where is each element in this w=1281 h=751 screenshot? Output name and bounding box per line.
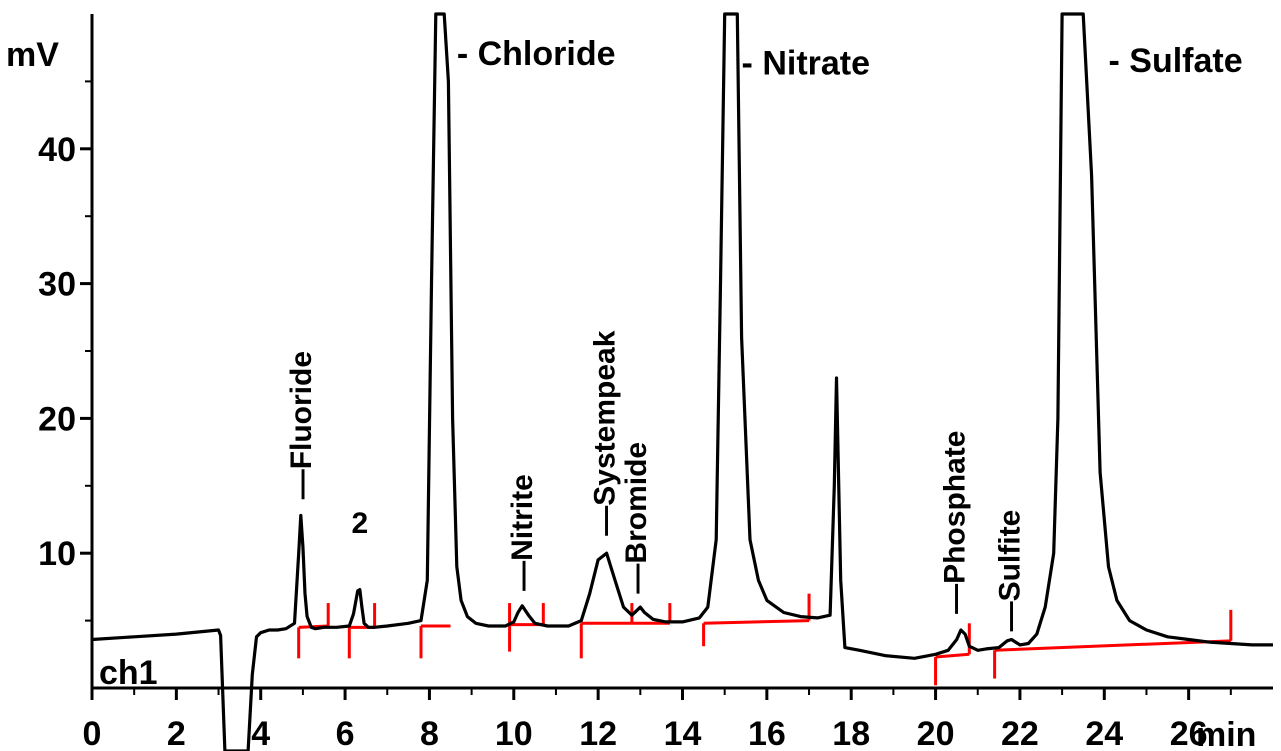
x-tick-label: 16: [748, 715, 786, 751]
signal-line: [91, 12, 1273, 751]
y-tick-label: 10: [38, 535, 76, 573]
x-tick-label: 24: [1085, 715, 1123, 751]
x-tick-label: 12: [579, 715, 617, 751]
peak-labels: - Chloride - Nitrate - Sulfate —Fluoride 2 —N…: [285, 35, 1243, 631]
peak-label: —Phosphate: [939, 431, 972, 614]
x-axis-label: min: [1196, 716, 1256, 751]
peak-label: - Nitrate: [742, 45, 870, 83]
signal-trace: [91, 12, 1273, 751]
peak-label: —Systempeak: [589, 330, 622, 535]
y-axis-ticks: 10 20 30 40: [38, 80, 92, 622]
baseline-segment: [703, 619, 810, 625]
y-axis-label: mV: [6, 36, 59, 74]
x-tick-label: 8: [420, 715, 439, 751]
x-tick-label: 0: [83, 715, 102, 751]
peak-label: —Sulfite: [993, 510, 1026, 632]
x-tick-label: 6: [336, 715, 355, 751]
y-tick-label: 40: [38, 131, 76, 169]
y-tick-label: 30: [38, 266, 76, 304]
x-tick-label: 22: [1001, 715, 1039, 751]
x-tick-label: 14: [664, 715, 702, 751]
x-tick-label: 4: [251, 715, 270, 751]
x-tick-label: 20: [917, 715, 955, 751]
x-tick-label: 2: [167, 715, 186, 751]
x-tick-label: 26: [1170, 715, 1208, 751]
peak-label: —Fluoride: [285, 351, 318, 499]
peak-label: 2: [351, 507, 368, 540]
x-tick-label: 10: [495, 715, 533, 751]
integration-markers: [297, 593, 1233, 686]
integration-baselines: [298, 619, 1231, 659]
baseline-segment: [935, 652, 970, 659]
channel-label: ch1: [99, 654, 158, 692]
y-tick-label: 20: [38, 400, 76, 438]
x-tick-label: 18: [832, 715, 870, 751]
peak-label: —Nitrite: [506, 474, 539, 591]
baseline-segment: [994, 639, 1231, 652]
peak-label: - Sulfate: [1109, 42, 1243, 80]
peak-label: —Bromide: [620, 442, 653, 594]
peak-label: - Chloride: [457, 35, 616, 73]
